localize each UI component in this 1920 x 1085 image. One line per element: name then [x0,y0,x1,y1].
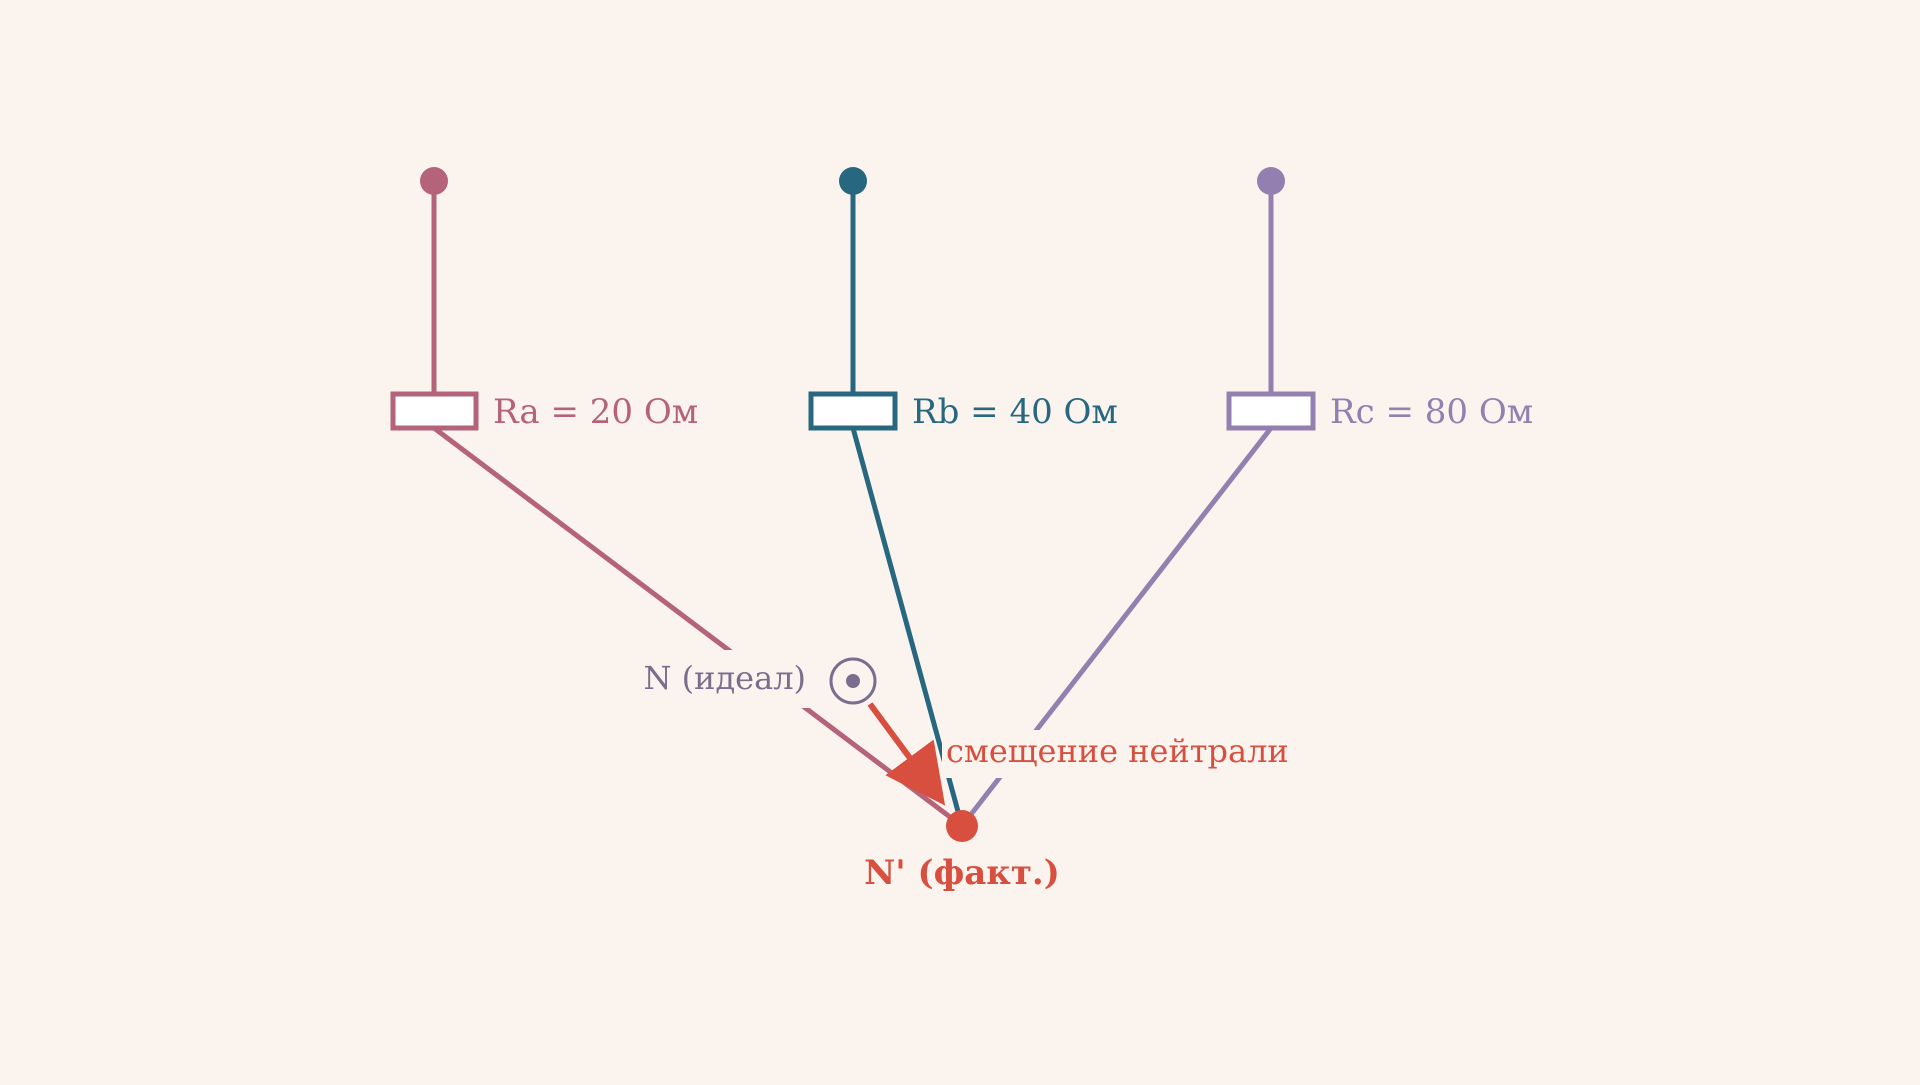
phase-c-resistor-label: Rc = 80 Ом [1330,392,1533,432]
phase-b-resistor-label: Rb = 40 Ом [912,392,1118,432]
phase-c-resistor [1226,391,1316,431]
phase-a-branch: Ra = 20 Ом [390,167,964,828]
phase-a-load-wire [432,426,964,828]
phase-c-branch: Rc = 80 Ом [960,167,1533,828]
actual-neutral: N' (факт.) [864,810,1060,893]
phase-a-terminal [420,167,448,195]
shift-label-backdrop [942,730,1292,778]
phase-b-resistor [808,391,898,431]
ideal-neutral-label: N (идеал) [643,659,806,697]
phase-b-branch: Rb = 40 Ом [808,167,1118,827]
phase-b-terminal [839,167,867,195]
phase-a-resistor-label: Ra = 20 Ом [493,392,698,432]
neutral-shift-label: смещение нейтрали [946,732,1289,770]
phase-a-resistor [390,391,479,431]
ideal-neutral: N (идеал) [642,650,877,708]
phase-c-terminal [1257,167,1285,195]
actual-neutral-point [946,810,978,842]
arrow-icon [867,702,946,806]
circle-dot-icon [829,657,877,705]
ideal-label-backdrop [642,650,814,708]
actual-neutral-label: N' (факт.) [864,853,1060,893]
neutral-shift: смещение нейтрали [867,702,1292,806]
